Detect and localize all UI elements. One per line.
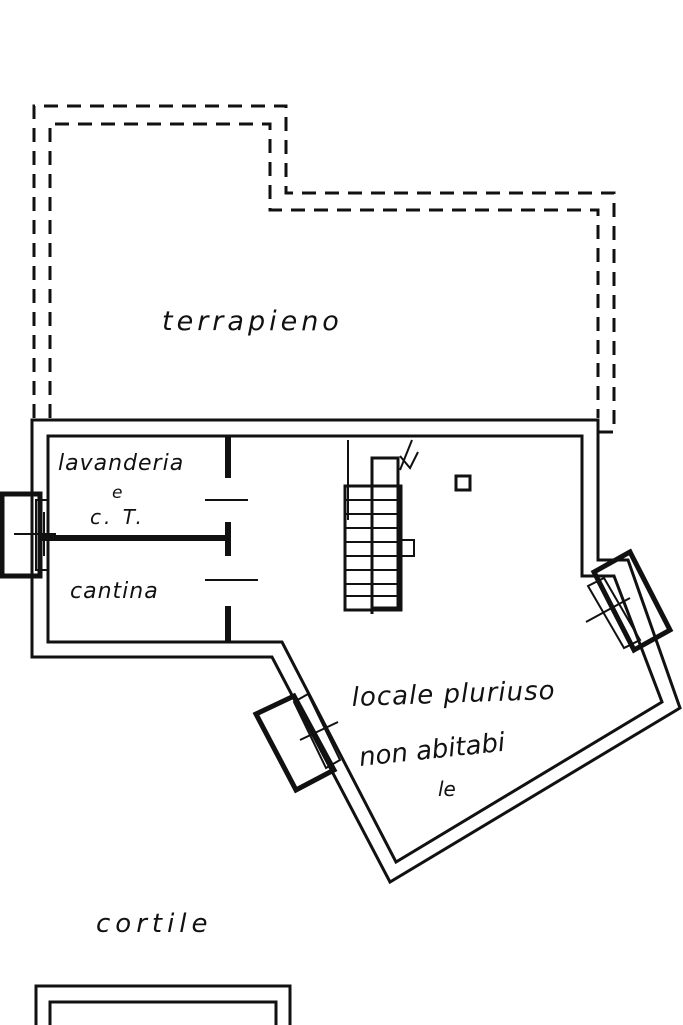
- label-locale-line3: le: [438, 777, 456, 801]
- label-terrapieno: terrapieno: [162, 306, 343, 337]
- basement-walls: [30, 418, 682, 885]
- label-locale-line1: locale pluriuso: [351, 676, 556, 713]
- light-well-west: [0, 491, 56, 579]
- terrapieno-outline: [32, 104, 616, 434]
- staircase: [343, 439, 419, 614]
- label-locale-line2: non abitabi: [358, 728, 508, 773]
- pillar: [454, 474, 472, 492]
- adjacent-building: [34, 984, 292, 1025]
- label-cantina: cantina: [70, 579, 159, 604]
- internal-walls: [40, 436, 258, 642]
- label-ct: c. T.: [90, 505, 145, 529]
- label-lavanderia: lavanderia: [58, 451, 184, 476]
- label-cortile: cortile: [96, 909, 213, 939]
- light-well-east: [585, 548, 674, 654]
- light-well-southwest: [252, 692, 342, 794]
- label-e: e: [112, 483, 122, 503]
